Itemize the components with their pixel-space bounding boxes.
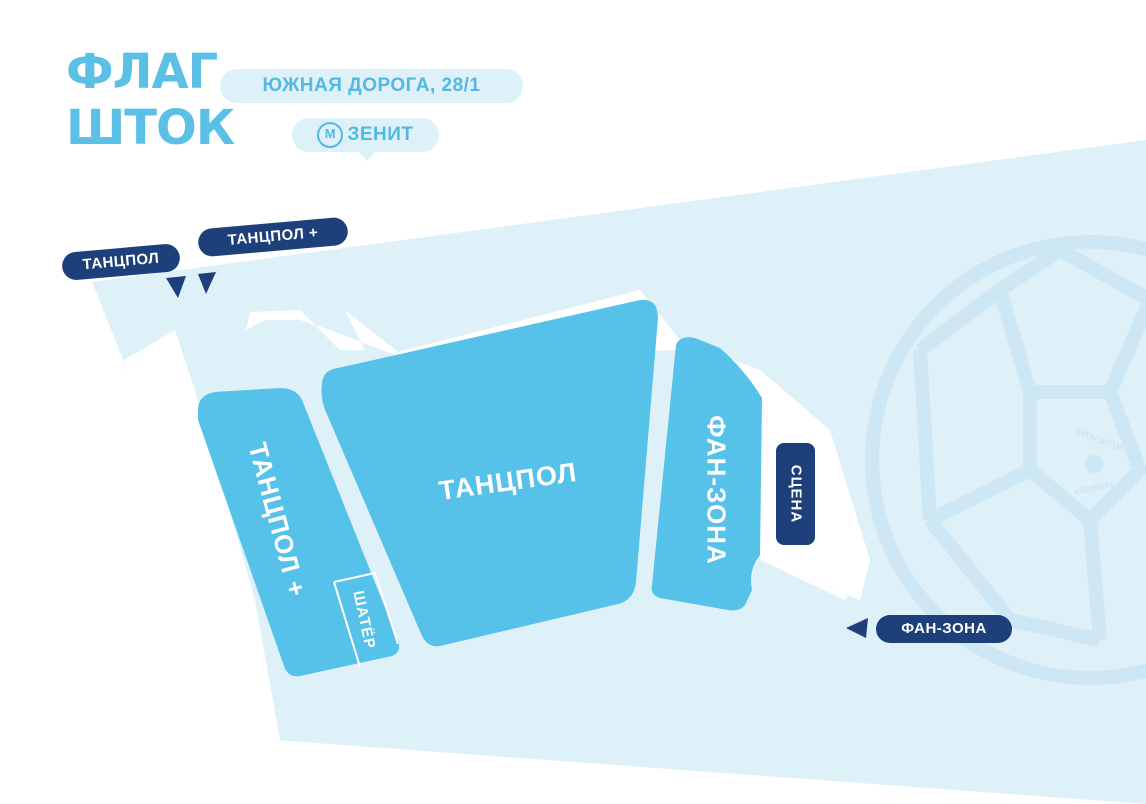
zone-fan-label: ФАН-ЗОНА	[701, 415, 732, 565]
stage-block[interactable]: СЦЕНА	[776, 443, 815, 545]
brand-logo: ФЛАГ ШТОК	[66, 44, 235, 156]
entrance-tag-fanzone[interactable]: ФАН-ЗОНА	[876, 615, 1012, 643]
entrance-arrow-dancefloor	[166, 276, 186, 298]
entrance-arrow-dancefloor-plus	[198, 272, 216, 294]
entrance-tag-fanzone-label: ФАН-ЗОНА	[901, 620, 987, 637]
logo-line-2: ШТОК	[66, 100, 235, 156]
zone-dancefloor[interactable]	[321, 299, 659, 647]
ball-center-dot	[1085, 455, 1103, 473]
zone-fan[interactable]	[651, 337, 762, 611]
entrance-tag-dancefloor-label: ТАНЦПОЛ	[81, 249, 161, 274]
zone-tent-divider	[333, 571, 399, 668]
address-pill: ЮЖНАЯ ДОРОГА, 28/1	[220, 69, 523, 103]
stage-label: СЦЕНА	[787, 464, 804, 524]
metro-station: ЗЕНИТ	[347, 124, 414, 145]
football-icon	[865, 235, 1146, 685]
logo-line-1: ФЛАГ	[66, 44, 218, 100]
entrance-arrow-fanzone	[846, 618, 868, 638]
metro-pointer	[358, 151, 376, 161]
metro-m-icon: M	[317, 122, 344, 148]
walkway-left	[124, 330, 280, 742]
walkway-right	[760, 560, 870, 600]
address-text: ЮЖНАЯ ДОРОГА, 28/1	[262, 75, 481, 96]
entrance-tag-dancefloor-plus-label: ТАНЦПОЛ +	[226, 224, 319, 249]
zone-dancefloor-plus[interactable]	[198, 388, 400, 677]
